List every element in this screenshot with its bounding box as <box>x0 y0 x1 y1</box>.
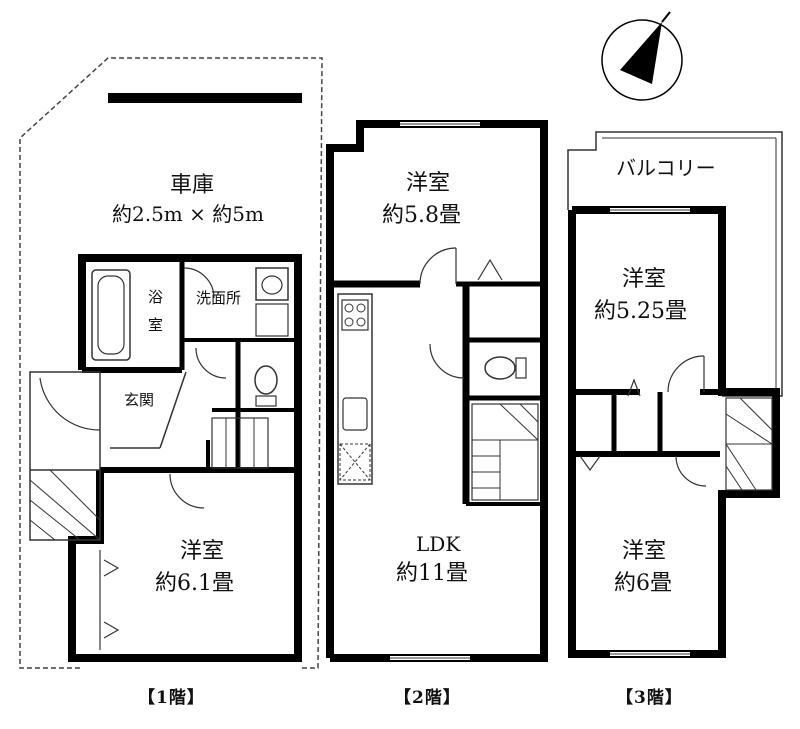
floor2-western-name: 洋室 <box>406 171 451 196</box>
closet-door-icon <box>627 378 641 397</box>
washroom-door-swing <box>183 267 215 299</box>
floor2-plan <box>326 120 548 662</box>
closet-door-icon <box>103 621 120 639</box>
stair-tread <box>725 443 757 491</box>
garage-outline <box>19 57 323 669</box>
porch-stair-line <box>29 519 56 541</box>
toilet-icon <box>254 365 278 395</box>
closet-door-icon <box>103 559 120 577</box>
floor3-western-b-size: 約6畳 <box>614 571 672 596</box>
floor1-western-size: 約6.1畳 <box>155 571 234 596</box>
stair-tread <box>519 403 539 423</box>
floor3-western-b-name: 洋室 <box>622 539 667 564</box>
floor3-label: 【3階】 <box>616 688 683 708</box>
entrance-name: 玄関 <box>124 391 155 409</box>
kitchen-counter-icon <box>337 293 373 485</box>
bath-name-top: 浴 <box>148 288 164 306</box>
floor2-walls <box>326 120 548 662</box>
floor3-western-a-name: 洋室 <box>622 267 667 292</box>
floor3-western-a-size: 約5.25畳 <box>594 299 687 324</box>
floor1-plan <box>19 57 323 669</box>
stair-tread <box>725 413 773 445</box>
room-door-swing <box>675 455 707 487</box>
floor2-western-size: 約5.8畳 <box>382 203 461 228</box>
washbasin-icon <box>255 267 289 301</box>
toilet-tank <box>515 357 527 379</box>
entry-door-swing <box>39 377 101 431</box>
entrance-wall-diag <box>159 371 187 449</box>
floor3-plan <box>567 131 783 658</box>
stair-tread <box>725 465 743 491</box>
floor1-western-name: 洋室 <box>180 539 225 564</box>
closet-door-icon <box>579 455 601 472</box>
stair-tread <box>739 397 773 431</box>
toilet-door-swing <box>195 347 227 379</box>
bath-name-bottom: 室 <box>148 316 164 334</box>
burner <box>344 303 354 313</box>
floor1-label: 【1階】 <box>138 688 205 708</box>
room-door-swing <box>169 473 205 509</box>
balcony-outline <box>567 131 783 397</box>
burner <box>344 317 354 327</box>
stairs-2f <box>471 403 539 501</box>
toilet-icon <box>484 356 516 380</box>
bathtub-inner <box>97 275 125 355</box>
porch-stair-line <box>49 469 101 521</box>
floor1-walls <box>68 254 302 662</box>
floor2-label: 【2階】 <box>394 688 461 708</box>
porch-stair-line <box>29 479 101 541</box>
stair-tread <box>499 403 539 441</box>
burner <box>356 317 366 327</box>
toilet-door-swing <box>429 343 465 379</box>
washing-machine-icon <box>255 303 289 337</box>
fridge-cross <box>339 443 371 481</box>
ldk-name: LDK <box>416 532 461 556</box>
garage-name: 車庫 <box>170 173 215 198</box>
room-door-swing <box>667 355 705 393</box>
porch-stair-line <box>29 499 81 541</box>
burner <box>356 303 366 313</box>
ldk-size: 約11畳 <box>396 561 468 586</box>
closet-door-icon <box>477 258 503 281</box>
north-arrow-icon <box>601 11 683 101</box>
washroom-name: 洗面所 <box>196 289 242 307</box>
entry-porch <box>29 371 101 541</box>
stove-icon <box>341 299 369 331</box>
washbasin-bowl <box>261 275 283 295</box>
garage-size: 約2.5m × 約5m <box>112 202 264 226</box>
sink-icon <box>342 397 368 431</box>
bathtub-icon <box>91 269 131 361</box>
balcony-name: バルコリー <box>616 156 716 180</box>
room-door-swing <box>419 247 457 285</box>
toilet-tank <box>255 395 277 407</box>
fridge-cross <box>339 443 371 481</box>
floor3-walls <box>568 206 780 658</box>
fridge-space <box>339 443 371 481</box>
